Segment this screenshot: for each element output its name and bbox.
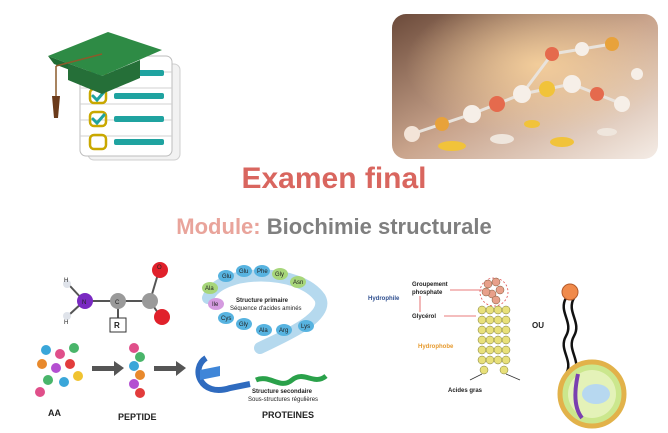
- residue-label: Gly: [275, 272, 284, 278]
- proteines-label: PROTEINES: [262, 410, 314, 420]
- c-atom-label: C: [115, 300, 120, 306]
- module-name: Biochimie structurale: [266, 214, 492, 239]
- arrow-icon-2: [154, 361, 186, 376]
- o-atom-label: O: [157, 265, 162, 271]
- checklist-icon: [79, 55, 181, 161]
- n-atom-label: N: [82, 300, 86, 306]
- primary-structure-chain: Glu Glu Phe Gly Asn Ala Ile Cys Gly Ala …: [202, 265, 328, 354]
- molecule-photo: [392, 14, 658, 159]
- arrow-icon: [92, 361, 124, 376]
- phospholipid-molecule: [469, 277, 521, 381]
- residue-label: Ala: [205, 286, 214, 292]
- hydrophobe-label: Hydrophobe: [418, 344, 454, 350]
- residue-label: Glu: [239, 269, 248, 275]
- secondary-structure-desc: Sous-structures régulières: [248, 397, 318, 403]
- primary-structure-title: Structure primaire: [236, 298, 289, 304]
- peptide-label: PEPTIDE: [118, 412, 157, 422]
- glycerol-label: Glycérol: [412, 314, 436, 320]
- peptide-chain: [129, 343, 145, 398]
- r-group-label: R: [114, 321, 120, 330]
- secondary-structure: Structure secondaire Sous-structures rég…: [195, 355, 328, 403]
- h-atom-label: H: [64, 278, 68, 284]
- module-separator: :: [253, 214, 261, 239]
- subtitle: Module: Biochimie structurale: [0, 214, 668, 240]
- hydrophile-label: Hydrophile: [368, 296, 400, 302]
- acides-gras-label: Acides gras: [448, 388, 483, 394]
- amino-acid-pool: [35, 343, 83, 397]
- residue-label: Ile: [212, 302, 219, 308]
- residue-label: Arg: [279, 328, 288, 334]
- residue-label: Ala: [259, 328, 268, 334]
- primary-structure-desc: Séquence d'acides aminés: [230, 306, 302, 312]
- amino-acid-diagram: H H N C R O: [63, 262, 170, 333]
- residue-label: Gly: [239, 322, 248, 328]
- groupement-label: Groupement: [412, 282, 448, 288]
- lipid-head-icon: [561, 283, 579, 375]
- aa-label: AA: [48, 408, 61, 418]
- graduation-checklist-illustration: [48, 32, 181, 161]
- ou-label: OU: [532, 321, 544, 330]
- residue-label: Glu: [222, 274, 231, 280]
- micelle-icon: [557, 359, 627, 429]
- secondary-structure-title: Structure secondaire: [252, 389, 313, 395]
- graduation-cap-icon: [48, 32, 162, 118]
- h-atom-label-2: H: [64, 320, 68, 326]
- phosphate-label: phosphate: [412, 290, 443, 296]
- residue-label: Lys: [301, 324, 310, 330]
- protein-structure-figure: H H N C R O AA PEPTIDE: [35, 262, 328, 422]
- residue-label: Asn: [293, 280, 303, 286]
- residue-label: Cys: [221, 316, 231, 322]
- page-title: Examen final: [241, 162, 427, 195]
- residue-label: Phe: [257, 269, 268, 275]
- module-label: Module: [176, 214, 254, 239]
- lipid-structure-figure: Hydrophile Groupement phosphate Glycérol…: [368, 277, 627, 429]
